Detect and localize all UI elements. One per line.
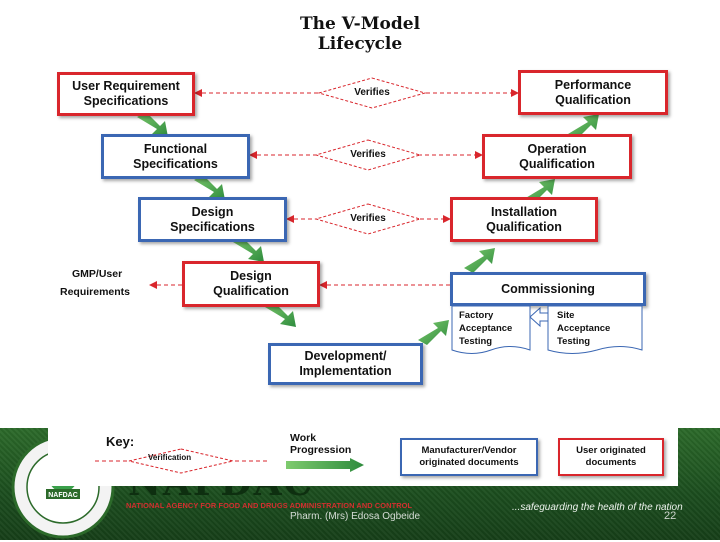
verifies-label-3: Verifies bbox=[350, 213, 386, 224]
operation-qualification-box: Operation Qualification bbox=[482, 134, 632, 179]
seal-text: NAFDAC bbox=[48, 492, 78, 499]
commissioning-box: Commissioning bbox=[450, 272, 646, 306]
performance-qualification-box: Performance Qualification bbox=[518, 70, 668, 115]
box-label: Installation Qualification bbox=[486, 204, 562, 234]
verifies-label-1: Verifies bbox=[354, 87, 390, 98]
agency-name: NATIONAL AGENCY FOR FOOD AND DRUGS ADMIN… bbox=[126, 501, 413, 510]
key-verification-symbol bbox=[95, 448, 268, 474]
key-manufacturer-box: Manufacturer/Vendor originated documents bbox=[400, 438, 538, 476]
key-user-box: User originated documents bbox=[558, 438, 664, 476]
box-label: Operation Qualification bbox=[519, 141, 595, 171]
page-number: 22 bbox=[664, 510, 677, 522]
sat-label: Site Acceptance Testing bbox=[557, 310, 611, 347]
box-label: Design Qualification bbox=[213, 269, 289, 298]
design-qualification-box: Design Qualification bbox=[182, 261, 320, 307]
box-label: Commissioning bbox=[501, 281, 595, 296]
box-label: Development/ Implementation bbox=[299, 349, 392, 378]
key-verification-label: Verification bbox=[148, 453, 192, 462]
tagline: ...safeguarding the health of the nation bbox=[512, 502, 683, 513]
box-label: User Requirement Specifications bbox=[72, 79, 180, 108]
gmp-line-2: Requirements bbox=[60, 286, 131, 298]
key-user-label: User originated documents bbox=[576, 445, 646, 468]
progress-arrow-6 bbox=[464, 248, 495, 273]
gmp-requirements-label: GMP/User Requirements bbox=[60, 268, 130, 298]
development-implementation-box: Development/ Implementation bbox=[268, 343, 423, 385]
functional-specs-box: Functional Specifications bbox=[101, 134, 250, 179]
progress-arrow-5 bbox=[418, 320, 449, 345]
key-title: Key: bbox=[106, 434, 135, 449]
box-label: Design Specifications bbox=[170, 204, 255, 234]
key-work-progression-label: Work Progression bbox=[290, 432, 352, 456]
fat-label: Factory Acceptance Testing bbox=[459, 310, 513, 347]
installation-qualification-box: Installation Qualification bbox=[450, 197, 598, 242]
gmp-line-1: GMP/User bbox=[72, 268, 123, 280]
title-line-1: The V-Model bbox=[299, 14, 421, 34]
user-requirement-specs-box: User Requirement Specifications bbox=[57, 72, 195, 116]
box-label: Functional Specifications bbox=[133, 141, 218, 171]
key-panel: Key: Verification Work Progression Manuf… bbox=[48, 428, 678, 486]
key-manufacturer-label: Manufacturer/Vendor originated documents bbox=[419, 445, 519, 468]
box-label: Performance Qualification bbox=[554, 77, 632, 107]
title-line-2: Lifecycle bbox=[317, 34, 403, 54]
key-progression-arrow bbox=[286, 458, 364, 472]
presenter-name: Pharm. (Mrs) Edosa Ogbeide bbox=[290, 511, 421, 522]
verifies-label-2: Verifies bbox=[350, 149, 386, 160]
design-specs-box: Design Specifications bbox=[138, 197, 287, 242]
diagram-title: The V-Model Lifecycle bbox=[260, 14, 460, 54]
